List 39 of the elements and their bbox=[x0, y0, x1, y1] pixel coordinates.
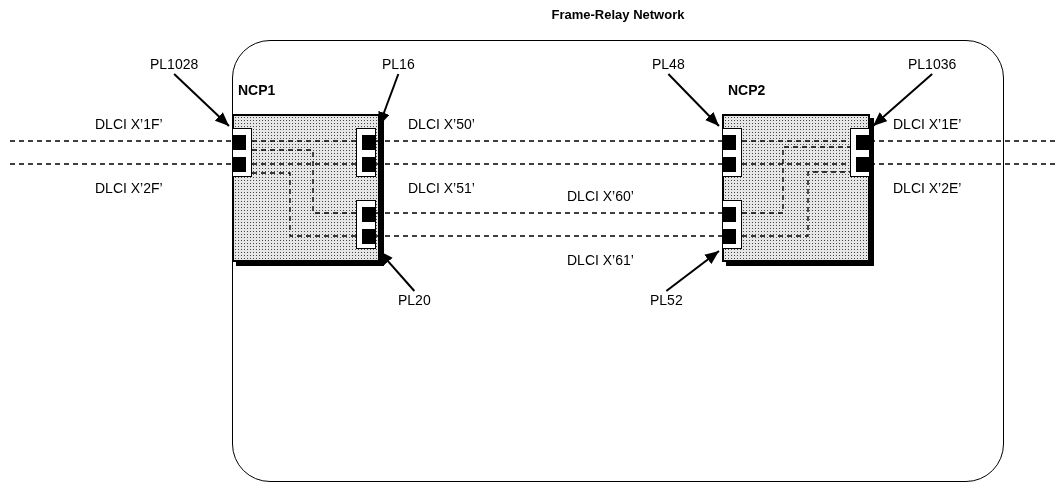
dashed-line bbox=[375, 235, 723, 237]
leader-arrow bbox=[665, 250, 720, 292]
dashed-line bbox=[375, 140, 723, 142]
dashed-line bbox=[251, 163, 357, 165]
edge-label: DLCI X’2F’ bbox=[95, 180, 163, 197]
dashed-line bbox=[9, 163, 233, 165]
dashed-line bbox=[251, 140, 357, 142]
dashed-line bbox=[375, 212, 723, 214]
edge-label: DLCI X’50’ bbox=[408, 116, 475, 133]
port-label: PL16 bbox=[382, 56, 415, 73]
port-block bbox=[356, 128, 376, 177]
port-label: PL48 bbox=[652, 56, 685, 73]
edge-label: DLCI X’51’ bbox=[408, 180, 475, 197]
edge-label: DLCI X’1F’ bbox=[95, 116, 163, 133]
port-block bbox=[722, 200, 742, 249]
port-block bbox=[356, 200, 376, 249]
dashed-line bbox=[251, 172, 357, 237]
dashed-line bbox=[741, 171, 851, 237]
leader-arrow bbox=[173, 73, 230, 127]
dashed-line bbox=[251, 149, 357, 214]
dashed-line bbox=[9, 140, 233, 142]
port-label: PL52 bbox=[650, 292, 683, 309]
edge-label: DLCI X’2E’ bbox=[893, 180, 962, 197]
port-label: PL20 bbox=[398, 292, 431, 309]
edge-label: DLCI X’1E’ bbox=[893, 116, 962, 133]
leader-arrow bbox=[667, 73, 720, 127]
port-label: PL1036 bbox=[908, 56, 957, 73]
edge-label: DLCI X’61’ bbox=[567, 252, 634, 269]
port-label: PL1028 bbox=[150, 56, 199, 73]
network-title: Frame-Relay Network bbox=[551, 6, 685, 23]
leader-arrow bbox=[872, 73, 934, 127]
port-block bbox=[232, 128, 252, 177]
dashed-line bbox=[375, 163, 723, 165]
edge-label: DLCI X’60’ bbox=[567, 188, 634, 205]
port-block bbox=[722, 128, 742, 177]
device-label: NCP2 bbox=[728, 82, 766, 99]
device-label: NCP1 bbox=[238, 82, 276, 99]
port-block bbox=[850, 128, 870, 177]
dashed-line bbox=[741, 146, 851, 214]
